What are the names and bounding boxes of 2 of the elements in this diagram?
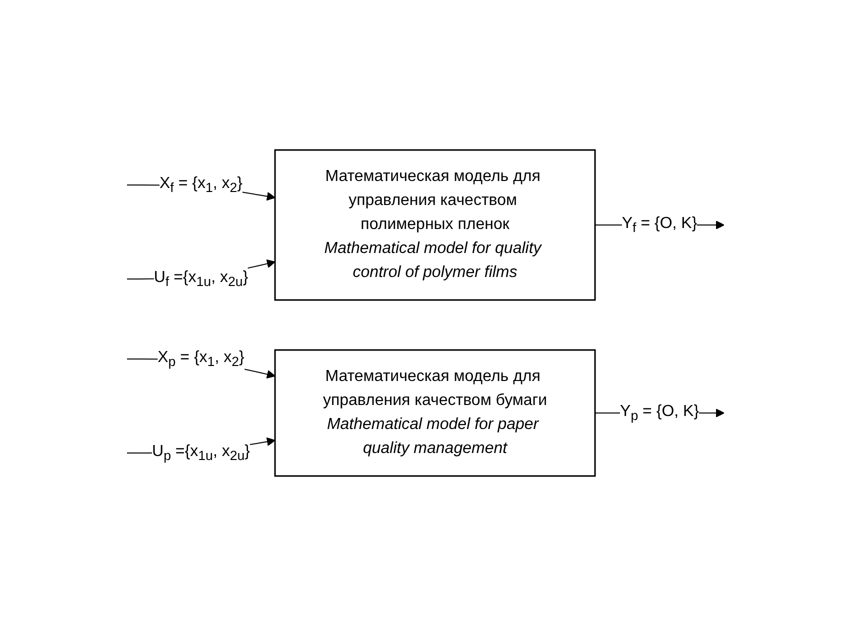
process-box: Математическая модель для управления качеством бумаги Mathematical model for paper quality management xyxy=(274,349,596,477)
process-box: Математическая модель для управления качеством полимерных пленок Mathematical model for quality control of polymer films xyxy=(274,149,596,301)
